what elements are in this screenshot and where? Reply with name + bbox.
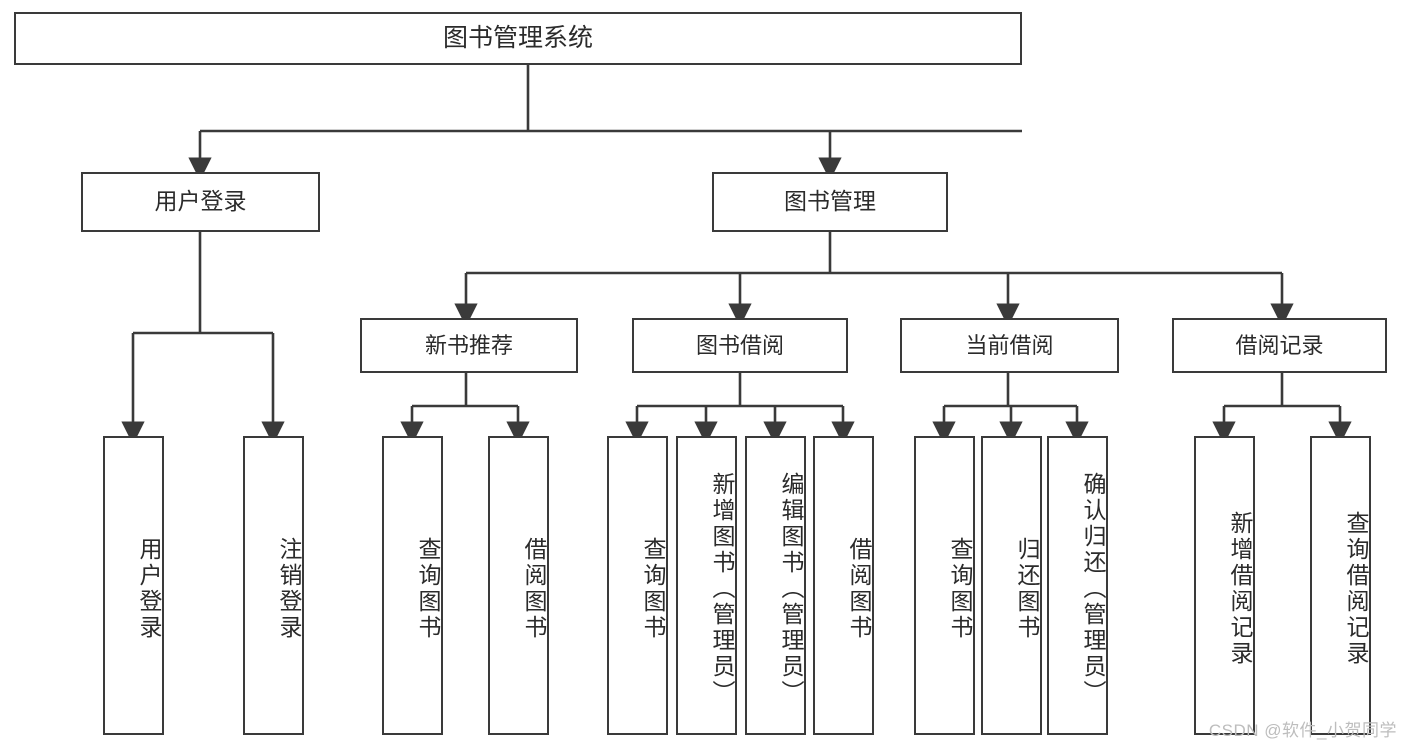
node-label: 新增图书（管理员）: [709, 471, 735, 706]
leaf-recommend-query-book[interactable]: 查询图书: [382, 436, 443, 735]
leaf-current-confirm-return-admin[interactable]: 确认归还（管理员）: [1047, 436, 1108, 735]
watermark-text: CSDN @软件_小贺同学: [1208, 721, 1397, 740]
node-label: 用户登录: [154, 188, 247, 215]
node-current-borrow[interactable]: 当前借阅: [900, 318, 1119, 373]
leaf-borrow-edit-book-admin[interactable]: 编辑图书（管理员）: [745, 436, 806, 735]
node-book-borrow[interactable]: 图书借阅: [632, 318, 848, 373]
node-label: 图书管理系统: [442, 23, 593, 52]
leaf-current-query-book[interactable]: 查询图书: [914, 436, 975, 735]
leaf-record-query-record[interactable]: 查询借阅记录: [1310, 436, 1371, 735]
node-label: 归还图书: [1014, 536, 1040, 641]
node-label: 图书借阅: [695, 332, 784, 358]
node-label: 新增借阅记录: [1227, 510, 1253, 667]
leaf-borrow-borrow-book[interactable]: 借阅图书: [813, 436, 874, 735]
node-label: 查询图书: [415, 536, 441, 641]
node-label: 新书推荐: [424, 332, 513, 358]
node-book-management[interactable]: 图书管理: [712, 172, 948, 232]
node-root-book-management-system[interactable]: 图书管理系统: [14, 12, 1022, 65]
node-label: 注销登录: [276, 536, 302, 641]
node-label: 查询借阅记录: [1343, 510, 1369, 667]
leaf-borrow-add-book-admin[interactable]: 新增图书（管理员）: [676, 436, 737, 735]
node-label: 当前借阅: [965, 332, 1054, 358]
node-label: 查询图书: [640, 536, 666, 641]
node-label: 查询图书: [947, 536, 973, 641]
leaf-record-add-record[interactable]: 新增借阅记录: [1194, 436, 1255, 735]
node-label: 用户登录: [136, 536, 162, 641]
node-label: 借阅图书: [846, 536, 872, 641]
node-label: 编辑图书（管理员）: [778, 471, 804, 706]
node-label: 图书管理: [784, 188, 876, 215]
leaf-user-login-signout[interactable]: 注销登录: [243, 436, 304, 735]
leaf-user-login-signin[interactable]: 用户登录: [103, 436, 164, 735]
node-label: 确认归还（管理员）: [1080, 471, 1106, 706]
node-label: 借阅记录: [1235, 332, 1324, 358]
node-user-login[interactable]: 用户登录: [81, 172, 320, 232]
leaf-current-return-book[interactable]: 归还图书: [981, 436, 1042, 735]
leaf-recommend-borrow-book[interactable]: 借阅图书: [488, 436, 549, 735]
node-new-book-recommend[interactable]: 新书推荐: [360, 318, 578, 373]
node-label: 借阅图书: [521, 536, 547, 641]
leaf-borrow-query-book[interactable]: 查询图书: [607, 436, 668, 735]
node-borrow-record[interactable]: 借阅记录: [1172, 318, 1387, 373]
